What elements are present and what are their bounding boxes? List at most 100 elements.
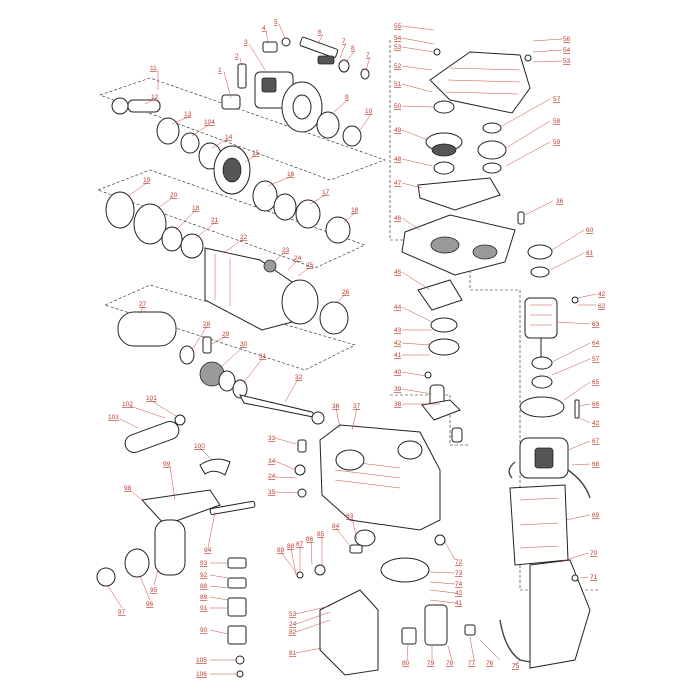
callout-63: 63 xyxy=(592,321,600,328)
callout-6: 6 xyxy=(318,29,322,36)
callout-7b: 7 xyxy=(366,52,370,59)
callout-9: 9 xyxy=(345,94,349,101)
callout-42d: 42 xyxy=(455,590,463,597)
callout-73: 73 xyxy=(455,570,463,577)
callout-54b: 54 xyxy=(563,47,571,54)
callout-92: 92 xyxy=(200,572,208,579)
callout-60: 60 xyxy=(586,227,594,234)
callout-14: 14 xyxy=(225,134,233,141)
callout-10: 10 xyxy=(365,108,373,115)
callout-34: 34 xyxy=(268,458,276,465)
callout-labels: 1 2 3 4 5 6 7 8 7 9 10 11 12 13 104 14 1… xyxy=(107,19,606,678)
callout-47: 47 xyxy=(394,180,402,187)
callout-95: 95 xyxy=(150,587,158,594)
callout-71: 71 xyxy=(590,574,598,581)
callout-12: 12 xyxy=(151,94,159,101)
callout-86: 86 xyxy=(306,536,314,543)
callout-18b: 18 xyxy=(192,205,200,212)
callout-85: 85 xyxy=(317,531,325,538)
callout-27: 27 xyxy=(139,301,147,308)
callout-48: 48 xyxy=(394,156,402,163)
callout-79: 79 xyxy=(427,660,435,667)
callout-40: 40 xyxy=(394,369,402,376)
callout-54: 54 xyxy=(394,35,402,42)
callout-106: 106 xyxy=(196,671,207,678)
gear-cover-assembly xyxy=(401,48,532,311)
callout-41b: 41 xyxy=(455,600,463,607)
callout-30: 30 xyxy=(240,341,248,348)
callout-56: 56 xyxy=(563,36,571,43)
callout-45: 45 xyxy=(394,269,402,276)
callout-82: 82 xyxy=(289,629,297,636)
callout-32: 32 xyxy=(295,374,303,381)
callout-19: 19 xyxy=(143,177,151,184)
gear-shaft-assembly xyxy=(111,36,370,244)
callout-61: 61 xyxy=(586,250,594,257)
callout-46: 46 xyxy=(394,215,402,222)
callout-69: 69 xyxy=(592,512,600,519)
callout-105: 105 xyxy=(196,657,207,664)
callout-25: 25 xyxy=(306,262,314,269)
callout-18: 18 xyxy=(351,207,359,214)
callout-84: 84 xyxy=(332,523,340,530)
callout-49: 49 xyxy=(394,127,402,134)
callout-88b: 88 xyxy=(200,583,208,590)
callout-36b: 36 xyxy=(556,198,564,205)
switch-and-base-assembly xyxy=(296,529,591,676)
callout-75: 75 xyxy=(512,663,520,670)
callout-102: 102 xyxy=(122,401,133,408)
callout-57: 57 xyxy=(553,96,561,103)
callout-72: 72 xyxy=(455,559,463,566)
callout-22: 22 xyxy=(240,234,248,241)
callout-93: 93 xyxy=(200,560,208,567)
callout-58: 58 xyxy=(553,118,561,125)
piston-assembly xyxy=(117,311,325,425)
callout-57b: 57 xyxy=(592,356,600,363)
callout-64: 64 xyxy=(592,340,600,347)
callout-37: 37 xyxy=(353,403,361,410)
callout-68: 68 xyxy=(592,461,600,468)
callout-7: 7 xyxy=(342,38,346,45)
callout-101: 101 xyxy=(146,395,157,402)
callout-41: 41 xyxy=(394,352,402,359)
callout-24b: 24 xyxy=(268,473,276,480)
callout-8: 8 xyxy=(351,45,355,52)
callout-76: 76 xyxy=(486,660,494,667)
callout-62: 62 xyxy=(598,303,606,310)
callout-67: 67 xyxy=(592,438,600,445)
callout-26: 26 xyxy=(342,289,350,296)
callout-23: 23 xyxy=(282,247,290,254)
callout-20: 20 xyxy=(170,192,178,199)
callout-50: 50 xyxy=(394,103,402,110)
callout-39: 39 xyxy=(394,386,402,393)
callout-88: 88 xyxy=(287,543,295,550)
callout-94: 94 xyxy=(204,547,212,554)
callout-15: 15 xyxy=(252,150,260,157)
callout-70: 70 xyxy=(590,550,598,557)
callout-31: 31 xyxy=(259,353,267,360)
callout-78: 78 xyxy=(446,660,454,667)
callout-21: 21 xyxy=(211,217,219,224)
callout-98: 98 xyxy=(124,485,132,492)
callout-28: 28 xyxy=(203,321,211,328)
main-housing xyxy=(294,424,441,531)
callout-42: 42 xyxy=(394,340,402,347)
callout-66: 66 xyxy=(592,401,600,408)
callout-89: 89 xyxy=(277,547,285,554)
callout-74: 74 xyxy=(455,581,463,588)
callout-24: 24 xyxy=(294,255,302,262)
callout-99: 99 xyxy=(163,461,171,468)
callout-2: 2 xyxy=(235,53,239,60)
callout-87: 87 xyxy=(296,541,304,548)
callout-81: 81 xyxy=(289,650,297,657)
callout-24c: 24 xyxy=(289,621,297,628)
callout-97: 97 xyxy=(118,609,126,616)
callout-17: 17 xyxy=(322,189,330,196)
callout-35: 35 xyxy=(268,489,276,496)
cylinder-housing-assembly xyxy=(105,191,349,335)
callout-53c: 53 xyxy=(289,611,297,618)
callout-103: 103 xyxy=(108,414,119,421)
callout-104: 104 xyxy=(204,119,215,126)
callout-51: 51 xyxy=(394,81,402,88)
